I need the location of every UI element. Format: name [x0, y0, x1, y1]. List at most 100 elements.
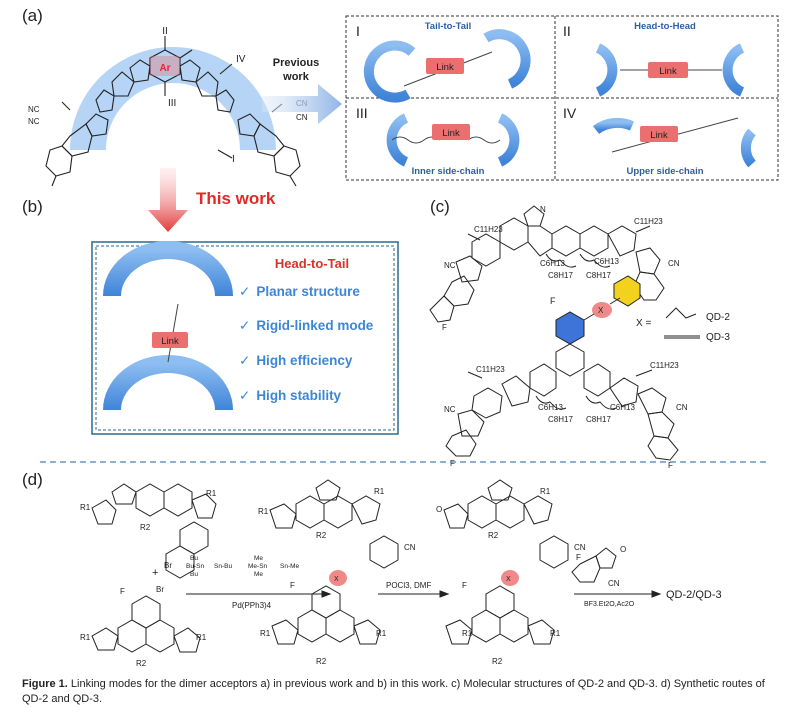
reagent-me-2: Me: [254, 571, 263, 578]
site-label-i: I: [232, 154, 235, 165]
alkyl-c8h17-top2: C8H17: [586, 271, 611, 280]
feature-high-efficiency: ✓High efficiency: [239, 353, 353, 368]
r1-int1-r: R1: [374, 487, 385, 496]
r1-top: R1: [80, 503, 91, 512]
end-group-left-nc: NC: [28, 105, 40, 114]
plus-sign: +: [152, 567, 158, 579]
mode-title-tail-to-tail: Tail-to-Tail: [425, 21, 472, 32]
reagent-bu-1: Bu: [190, 555, 198, 562]
mode-iv-link: Link: [650, 130, 668, 141]
r2-int2: R2: [488, 531, 499, 540]
cn-int2: CN: [574, 543, 586, 552]
reagent-mesn: Me-Sn: [248, 563, 268, 570]
x-int2: X: [506, 576, 511, 583]
linking-modes-grid: I II III IV Tail-to-Tail Head-to-Head In…: [345, 15, 779, 181]
alkyl-c8h17-bot: C8H17: [548, 415, 573, 424]
r1-int2-br: R1: [550, 629, 561, 638]
head-to-tail-title: Head-to-Tail: [275, 256, 349, 271]
panel-label-c: (c): [430, 197, 450, 216]
ar-core-label: Ar: [159, 63, 170, 74]
f-int1: F: [290, 581, 295, 590]
site-label-iv: IV: [236, 54, 246, 65]
f-reagent: F: [576, 553, 581, 562]
r2-int1-b: R2: [316, 657, 327, 666]
mode-numeral-iii: III: [356, 105, 368, 121]
feature-planar-structure: ✓Planar structure: [239, 284, 360, 299]
atom-cn-right-bot: CN: [676, 403, 688, 412]
mode-ii-link: Link: [659, 66, 677, 77]
panel-a-molecule: Ar II IV III I NC NC CN CN: [28, 26, 308, 187]
alkyl-c11h23-tr: C11H23: [634, 217, 663, 226]
panel-label-a: (a): [22, 6, 43, 25]
alkyl-c6h13-top: C6H13: [594, 257, 619, 266]
alkyl-c11h23-br: C11H23: [650, 361, 679, 370]
panel-d-synthesis: [91, 479, 662, 653]
atom-f-blue: F: [550, 296, 556, 306]
panel-c-structures: [429, 205, 700, 461]
r2-int2-b: R2: [492, 657, 503, 666]
o-int2: O: [436, 505, 442, 514]
r2-bottom: R2: [136, 659, 147, 668]
feature-rigid-linked-mode: ✓Rigid-linked mode: [239, 318, 374, 333]
product-label: QD-2/QD-3: [666, 589, 722, 601]
r1-top-right: R1: [206, 489, 217, 498]
caption-label: Figure 1.: [22, 678, 68, 690]
alkyl-c6h13-bot2: C6H13: [610, 403, 635, 412]
alkyl-c6h13-bot: C6H13: [538, 403, 563, 412]
panel-b-box: Link Head-to-Tail: [91, 241, 399, 435]
caption-text: Linking modes for the dimer acceptors a)…: [22, 678, 765, 705]
f-bottom: F: [120, 587, 125, 596]
alkyl-c11h23-tl: C11H23: [474, 225, 503, 234]
mode-title-head-to-head: Head-to-Head: [634, 21, 696, 32]
reagent-bu-2: Bu: [190, 571, 198, 578]
x-equals-label: X =: [636, 318, 651, 329]
mode-numeral-i: I: [356, 23, 360, 39]
panel-label-b: (b): [22, 197, 43, 216]
alkyl-c8h17-bot2: C8H17: [586, 415, 611, 424]
mode-title-inner-side-chain: Inner side-chain: [412, 166, 485, 177]
feature-high-stability: ✓High stability: [239, 388, 342, 403]
this-work-arrow: This work: [148, 168, 276, 232]
reagent-me-1: Me: [254, 555, 263, 562]
mode-title-upper-side-chain: Upper side-chain: [626, 166, 703, 177]
o-reagent: O: [620, 545, 626, 554]
reagent-busn: Bu-Sn: [186, 563, 204, 570]
site-label-iii: III: [168, 98, 176, 109]
mode-iv-diagram: Link: [592, 117, 756, 168]
variant-qd-3: QD-3: [706, 332, 730, 343]
alkyl-c11h23-bl: C11H23: [476, 365, 505, 374]
site-label-ii: II: [162, 26, 168, 37]
atom-nc-left: NC: [444, 261, 456, 270]
alkyl-c8h17-top: C8H17: [548, 271, 573, 280]
variant-qd-2: QD-2: [706, 312, 730, 323]
previous-work-text-1: Previous: [273, 57, 319, 69]
end-group-right-cn2: CN: [296, 113, 308, 122]
catalyst-label: Pd(PPh3)4: [232, 601, 272, 610]
x-marker: X: [598, 306, 604, 315]
r1-bottom-right: R1: [196, 633, 207, 642]
mode-ii-diagram: Link: [595, 43, 745, 97]
cn-reagent: CN: [608, 579, 620, 588]
r2-int1: R2: [316, 531, 327, 540]
r1-int1-b: R1: [260, 629, 271, 638]
atom-f-right-bot: F: [668, 461, 673, 470]
reagent-snbu: Sn-Bu: [214, 563, 232, 570]
mode-i-diagram: Link: [363, 29, 531, 103]
r1-int2: R1: [540, 487, 551, 496]
atom-nc-left-bot: NC: [444, 405, 456, 414]
atom-f-left-bot: F: [450, 459, 455, 468]
br-top: Br: [164, 561, 172, 570]
x-int1: X: [334, 576, 339, 583]
figure-caption: Figure 1. Linking modes for the dimer ac…: [22, 677, 782, 707]
mode-iii-link: Link: [442, 128, 460, 139]
panel-b-link: Link: [161, 336, 179, 347]
end-group-left-nc2: NC: [28, 117, 40, 126]
r1-int1-br: R1: [376, 629, 387, 638]
atom-cn-right: CN: [668, 259, 680, 268]
f-int2: F: [462, 581, 467, 590]
previous-work-text-2: work: [282, 71, 310, 83]
step2-label: POCl3, DMF: [386, 581, 431, 590]
previous-work-arrow: Previous work: [262, 57, 342, 124]
mode-i-link: Link: [436, 62, 454, 73]
